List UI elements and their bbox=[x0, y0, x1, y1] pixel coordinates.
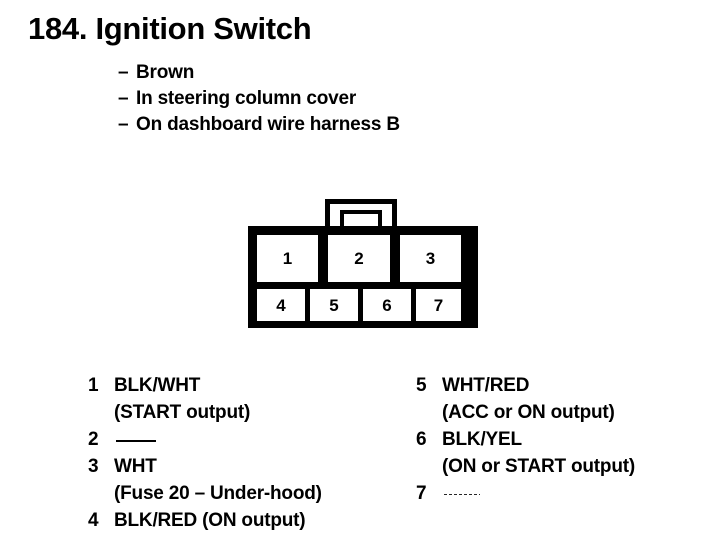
pin-number: 1 bbox=[88, 375, 99, 396]
pin-wire-color: BLK/RED (ON output) bbox=[114, 510, 306, 531]
pin-legend-item: 1 BLK/WHT (START output) bbox=[88, 372, 418, 426]
note-dash-icon: – bbox=[118, 88, 129, 109]
connector-cavity-5: 5 bbox=[310, 289, 358, 321]
pin-legend-right-column: 5 WHT/RED (ACC or ON output) 6 BLK/YEL (… bbox=[416, 372, 704, 507]
pin-legend-item: 2 bbox=[88, 426, 418, 453]
connector-cavity-6: 6 bbox=[363, 289, 411, 321]
pin-wire-color: WHT bbox=[114, 456, 157, 477]
connector-cavity-1: 1 bbox=[257, 235, 318, 282]
note-text: On dashboard wire harness B bbox=[136, 114, 400, 135]
connector-cavity-2: 2 bbox=[328, 235, 390, 282]
note-text: Brown bbox=[136, 62, 195, 83]
pin-legend-item: 4 BLK/RED (ON output) bbox=[88, 507, 418, 534]
pin-legend-item: 6 BLK/YEL (ON or START output) bbox=[416, 426, 704, 480]
pin-legend-item: 7 bbox=[416, 480, 704, 507]
pin-number: 3 bbox=[88, 456, 99, 477]
pin-wire-color: BLK/WHT bbox=[114, 375, 201, 396]
connector-cavity-7: 7 bbox=[416, 289, 461, 321]
pin-function: (ACC or ON output) bbox=[442, 402, 615, 423]
connector-cavity-4: 4 bbox=[257, 289, 305, 321]
pin-number: 5 bbox=[416, 375, 427, 396]
pin-wire-color: WHT/RED bbox=[442, 375, 530, 396]
pin-function: (START output) bbox=[114, 402, 251, 423]
pin-function: (Fuse 20 – Under-hood) bbox=[114, 483, 322, 504]
pin-legend: 1 BLK/WHT (START output) 2 3 WHT (Fuse 2… bbox=[0, 372, 704, 552]
pin-number: 6 bbox=[416, 429, 427, 450]
pin-empty-dash-icon bbox=[114, 426, 418, 453]
pin-wire-color: BLK/YEL bbox=[442, 429, 522, 450]
pin-empty-dash-icon bbox=[442, 480, 704, 507]
pin-number: 7 bbox=[416, 483, 427, 504]
pin-legend-item: 5 WHT/RED (ACC or ON output) bbox=[416, 372, 704, 426]
pin-legend-left-column: 1 BLK/WHT (START output) 2 3 WHT (Fuse 2… bbox=[88, 372, 418, 534]
connector-note: –Brown bbox=[118, 60, 678, 86]
connector-diagram: 1 2 3 4 5 6 7 bbox=[248, 199, 478, 329]
connector-cavity-3: 3 bbox=[400, 235, 461, 282]
pin-number: 2 bbox=[88, 429, 99, 450]
pin-number: 4 bbox=[88, 510, 99, 531]
connector-notes-list: –Brown –In steering column cover –On das… bbox=[118, 60, 678, 138]
pin-function: (ON or START output) bbox=[442, 456, 635, 477]
note-dash-icon: – bbox=[118, 114, 129, 135]
connector-shell: 1 2 3 4 5 6 7 bbox=[248, 226, 478, 328]
page-title: 184. Ignition Switch bbox=[28, 11, 312, 46]
note-text: In steering column cover bbox=[136, 88, 357, 109]
connector-note: –In steering column cover bbox=[118, 86, 678, 112]
note-dash-icon: – bbox=[118, 62, 129, 83]
pin-legend-item: 3 WHT (Fuse 20 – Under-hood) bbox=[88, 453, 418, 507]
connector-note: –On dashboard wire harness B bbox=[118, 112, 678, 138]
